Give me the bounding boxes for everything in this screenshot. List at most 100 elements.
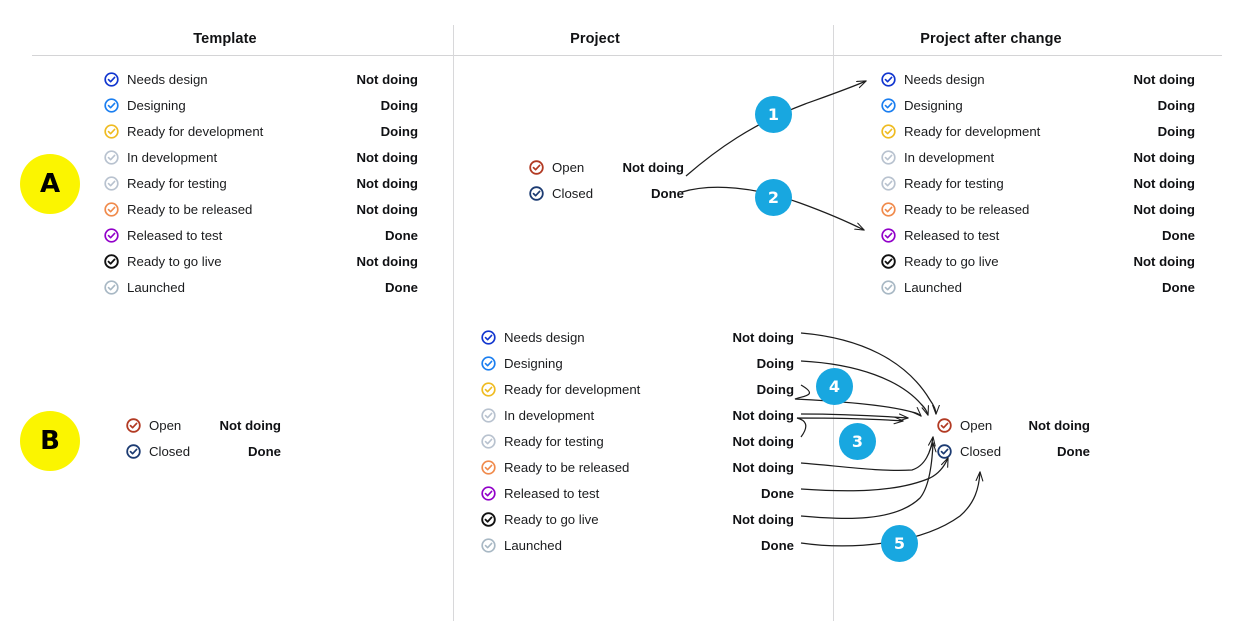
status-name: Open [149, 417, 182, 433]
status-name: Ready for development [504, 381, 641, 397]
status-name: In development [127, 149, 218, 165]
section-b-template-row: In development Not doing [481, 405, 794, 425]
status-name: Open [960, 417, 993, 433]
template-row: Designing Doing [104, 95, 424, 115]
status-name: In development [904, 149, 995, 165]
column-divider-1 [453, 25, 454, 621]
check-circle-icon [881, 123, 896, 139]
section-b-template-row: Ready to go live Not doing [481, 509, 794, 529]
template-row: Ready for development Doing [104, 121, 424, 141]
status-name: Released to test [127, 227, 223, 243]
check-circle-icon [529, 159, 544, 175]
status-category: Not doing [1133, 253, 1195, 269]
section-b-target-row: Closed Done [937, 441, 1090, 461]
status-category: Done [1162, 227, 1195, 243]
status-category: Not doing [622, 159, 684, 175]
column-divider-2 [833, 25, 834, 621]
status-category: Not doing [732, 511, 794, 527]
status-category: Done [651, 185, 684, 201]
project-after-change-row: Ready to be released Not doing [881, 199, 1201, 219]
section-b-template-row: Designing Doing [481, 353, 794, 373]
status-name: Needs design [504, 329, 585, 345]
status-name: Ready for development [127, 123, 264, 139]
status-category: Not doing [732, 329, 794, 345]
status-name: Launched [127, 279, 185, 295]
check-circle-icon [481, 485, 496, 501]
status-name: Ready to go live [904, 253, 999, 269]
check-circle-icon [881, 71, 896, 87]
status-name: Ready to be released [127, 201, 253, 217]
step-badge-5: 5 [881, 525, 918, 562]
status-name: Closed [149, 443, 191, 459]
section-b-template-row: Needs design Not doing [481, 327, 794, 347]
template-row: Launched Done [104, 277, 424, 297]
annotation-badge-b: B [20, 411, 80, 471]
project-after-change-row: Ready to go live Not doing [881, 251, 1201, 271]
check-circle-icon [529, 185, 544, 201]
status-name: Launched [904, 279, 962, 295]
check-circle-icon [881, 149, 896, 165]
status-category: Done [761, 537, 794, 553]
status-category: Not doing [219, 417, 281, 433]
status-category: Not doing [732, 433, 794, 449]
check-circle-icon [481, 433, 496, 449]
check-circle-icon [937, 417, 952, 433]
status-category: Not doing [356, 149, 418, 165]
status-name: Designing [127, 97, 186, 113]
section-b-template-row: Ready for testing Not doing [481, 431, 794, 451]
arrow-b-ready-for-development [794, 384, 921, 416]
project-row: Open Not doing [529, 157, 684, 177]
status-name: Released to test [504, 485, 600, 501]
status-category: Done [761, 485, 794, 501]
status-category: Not doing [732, 407, 794, 423]
check-circle-icon [104, 149, 119, 165]
status-name: Ready to be released [904, 201, 1030, 217]
status-category: Not doing [1133, 201, 1195, 217]
project-after-change-row: In development Not doing [881, 147, 1201, 167]
section-b-template-row: Ready to be released Not doing [481, 457, 794, 477]
status-name: Ready for testing [904, 175, 1004, 191]
column-header-template: Template [193, 31, 257, 47]
status-category: Doing [380, 97, 418, 113]
status-category: Done [248, 443, 281, 459]
status-category: Done [385, 227, 418, 243]
template-row: In development Not doing [104, 147, 424, 167]
annotation-badge-a: A [20, 154, 80, 214]
step-badge-1: 1 [755, 96, 792, 133]
template-row: Ready to go live Not doing [104, 251, 424, 271]
check-circle-icon [481, 329, 496, 345]
check-circle-icon [104, 175, 119, 191]
step-badge-3: 3 [839, 423, 876, 460]
status-name: Ready to go live [127, 253, 222, 269]
status-name: Designing [904, 97, 963, 113]
project-after-change-row: Needs design Not doing [881, 69, 1201, 89]
status-name: Ready for testing [504, 433, 604, 449]
check-circle-icon [881, 227, 896, 243]
check-circle-icon [481, 355, 496, 371]
status-category: Doing [756, 355, 794, 371]
check-circle-icon [881, 253, 896, 269]
status-name: Launched [504, 537, 562, 553]
step-badge-4: 4 [816, 368, 853, 405]
check-circle-icon [104, 123, 119, 139]
status-category: Not doing [1133, 175, 1195, 191]
status-category: Done [1162, 279, 1195, 295]
check-circle-icon [481, 537, 496, 553]
status-category: Not doing [1133, 149, 1195, 165]
section-b-project-row: Closed Done [126, 441, 281, 461]
status-name: Needs design [904, 71, 985, 87]
project-after-change-row: Released to test Done [881, 225, 1201, 245]
project-after-change-row: Ready for testing Not doing [881, 173, 1201, 193]
status-category: Doing [756, 381, 794, 397]
project-row: Closed Done [529, 183, 684, 203]
status-category: Done [385, 279, 418, 295]
status-name: Needs design [127, 71, 208, 87]
check-circle-icon [481, 407, 496, 423]
project-after-change-row: Launched Done [881, 277, 1201, 297]
template-row: Released to test Done [104, 225, 424, 245]
status-category: Not doing [1028, 417, 1090, 433]
check-circle-icon [104, 201, 119, 217]
check-circle-icon [481, 459, 496, 475]
check-circle-icon [126, 443, 141, 459]
status-name: Designing [504, 355, 563, 371]
